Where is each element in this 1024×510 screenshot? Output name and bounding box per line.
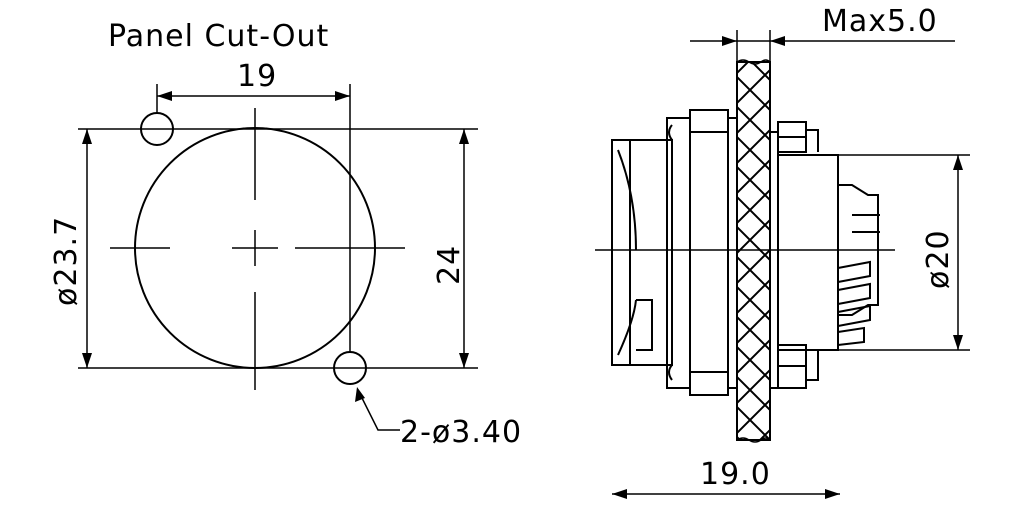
mount-hole-leader — [355, 387, 400, 431]
dim-max5-line — [690, 30, 955, 62]
dim-237-text: ø23.7 — [49, 216, 84, 306]
front-bezel — [611, 109, 738, 396]
panel-cutout-view: Panel Cut-Out 19 — [49, 19, 522, 450]
dim-19-line — [157, 91, 350, 101]
dim-max5-text: Max5.0 — [822, 4, 938, 39]
dim-190-text: 19.0 — [700, 457, 771, 492]
side-view: Max5.0 — [595, 4, 970, 499]
dim-20-line — [838, 154, 970, 351]
mount-hole-text: 2-ø3.40 — [400, 415, 522, 450]
cutout-title: Panel Cut-Out — [108, 19, 329, 54]
centerlines — [110, 108, 405, 390]
dim-190-line — [612, 489, 840, 499]
dim-19-text: 19 — [237, 59, 277, 94]
dim-237-line — [82, 129, 92, 368]
rear-body — [770, 121, 880, 389]
dim-24-line — [459, 129, 469, 368]
dim-20-text: ø20 — [921, 229, 956, 289]
extension-lines — [78, 84, 478, 369]
panel-section — [736, 61, 771, 441]
dim-24-text: 24 — [432, 245, 467, 285]
